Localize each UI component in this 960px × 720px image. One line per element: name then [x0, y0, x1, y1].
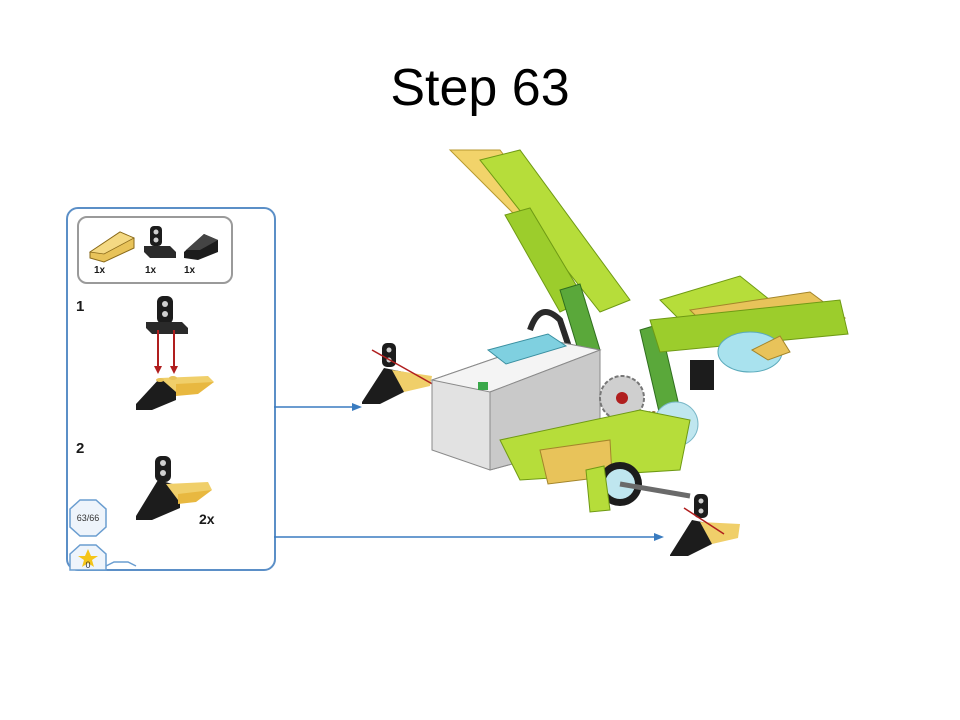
progress-hexagon-badge [69, 499, 107, 537]
yellow-slope-brick-icon [88, 231, 135, 263]
bonus-badge-text: 0 [85, 560, 91, 570]
right-attach-part-icon [670, 494, 740, 556]
substep-1-insert-arrows [154, 330, 178, 374]
substep-1-slope-assembly-icon [136, 376, 214, 410]
part-qty-axle-connector: 1x [145, 265, 157, 276]
callout-arrow-top [274, 403, 362, 411]
part-qty-yellow-slope: 1x [94, 265, 106, 276]
substep-number-1: 1 [76, 298, 85, 315]
substep-2-assembled-part-icon [136, 456, 212, 520]
callout-arrow-bottom [274, 533, 664, 541]
progress-badge-text: 63/66 [76, 513, 100, 523]
bonus-star-badge [69, 544, 137, 571]
black-axle-connector-icon [144, 226, 176, 258]
part-qty-black-slope: 1x [184, 265, 196, 276]
lego-model-illustration [430, 149, 849, 513]
substep-multiplier: 2x [199, 511, 215, 527]
substep-number-2: 2 [76, 440, 85, 457]
black-slope-brick-icon [184, 234, 218, 260]
left-attach-part-icon [362, 343, 437, 404]
substep-1-connector-icon [146, 296, 188, 334]
slide-title: Step 63 [390, 59, 570, 117]
